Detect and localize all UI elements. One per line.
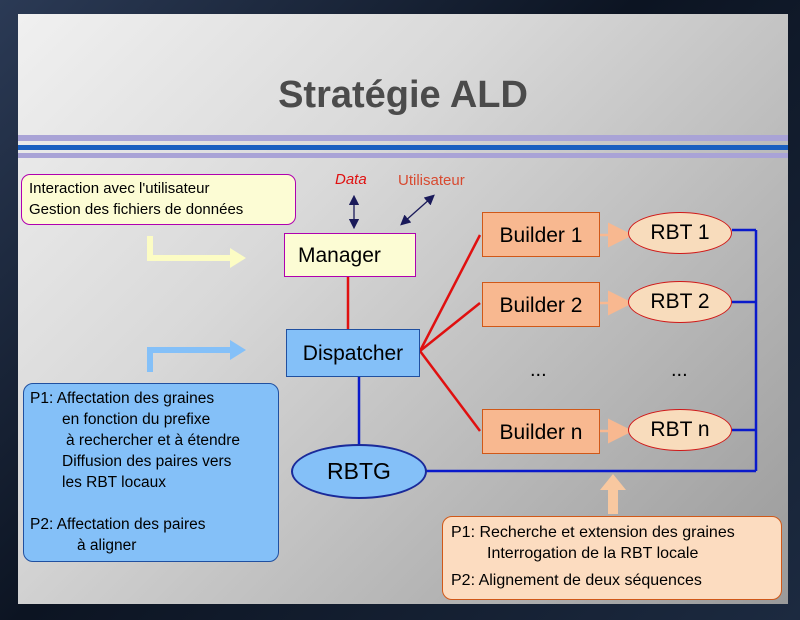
dispatcher-label: Dispatcher	[302, 342, 404, 365]
dispatcher-note-p1-line2: en fonction du prefixe	[62, 411, 211, 428]
builder-2-label: Builder 2	[499, 294, 583, 317]
rbt-2-node: RBT 2	[628, 281, 732, 323]
slide-title: Stratégie ALD	[278, 74, 528, 116]
rbt-2-label: RBT 2	[650, 290, 710, 313]
manager-note-line2: Gestion des fichiers de données	[29, 201, 244, 218]
dispatcher-builder2-link	[419, 302, 481, 352]
dispatcher-note-p1-line3: à rechercher et à étendre	[66, 432, 241, 449]
rbt-n-node: RBT n	[628, 409, 732, 451]
slide: Stratégie ALD	[18, 14, 788, 604]
manager-label: Manager	[298, 244, 381, 267]
builder-1-node: Builder 1	[482, 212, 600, 257]
builder-n-node: Builder n	[482, 409, 600, 454]
header-band-blue	[18, 145, 788, 150]
orange-up-arrow	[600, 474, 626, 514]
dispatcher-buildern-link	[419, 350, 481, 432]
user-arrow	[400, 194, 435, 226]
data-label: Data	[335, 171, 367, 188]
rbtg-label: RBTG	[327, 458, 391, 484]
rbt-1-node: RBT 1	[628, 212, 732, 254]
rbt-n-label: RBT n	[650, 418, 710, 441]
builder-note-p1-line2: Interrogation de la RBT locale	[487, 545, 699, 562]
dispatcher-node: Dispatcher	[286, 329, 420, 377]
builder-note-p1-line1: P1: Recherche et extension des graines	[451, 524, 735, 541]
rbt-1-label: RBT 1	[650, 221, 710, 244]
dispatcher-note-p1-line5: les RBT locaux	[62, 474, 166, 491]
dispatcher-note: P1: Affectation des graines en fonction …	[23, 383, 279, 562]
builders-ellipsis: ...	[530, 359, 547, 381]
utilisateur-label: Utilisateur	[398, 172, 465, 189]
builder-1-label: Builder 1	[499, 224, 583, 247]
builder-2-node: Builder 2	[482, 282, 600, 327]
dispatcher-note-p1-line4: Diffusion des paires vers	[62, 453, 232, 470]
dispatcher-note-p2-line1: P2: Affectation des paires	[30, 516, 206, 533]
rbts-ellipsis: ...	[671, 359, 688, 381]
header-band-top	[18, 135, 788, 141]
builder-n-label: Builder n	[499, 421, 583, 444]
rbt-bus	[357, 228, 758, 473]
manager-note: Interaction avec l'utilisateur Gestion d…	[21, 174, 296, 225]
manager-note-line1: Interaction avec l'utilisateur	[29, 180, 210, 197]
yellow-arrow	[147, 236, 246, 268]
blue-arrow	[147, 340, 246, 372]
dispatcher-note-p2-line2: à aligner	[77, 537, 137, 554]
builder-note-p2-line1: P2: Alignement de deux séquences	[451, 572, 702, 589]
manager-node: Manager	[284, 233, 416, 277]
rbtg-node: RBTG	[291, 444, 427, 499]
builder-note: P1: Recherche et extension des graines I…	[442, 516, 782, 600]
connectors-layer	[147, 194, 758, 514]
dispatcher-builder1-link	[418, 234, 482, 352]
dispatcher-note-p1-line1: P1: Affectation des graines	[30, 390, 215, 407]
header-band-bottom	[18, 153, 788, 158]
